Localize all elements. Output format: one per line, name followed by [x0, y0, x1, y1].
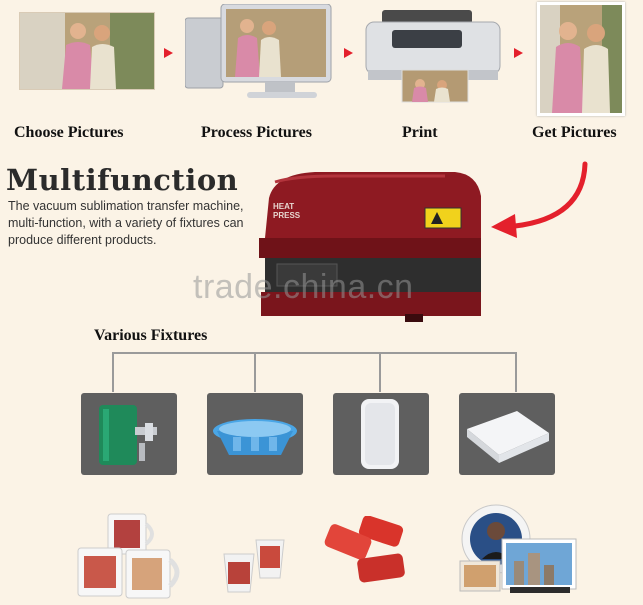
- step-label-print: Print: [402, 124, 438, 141]
- connector-line: [254, 352, 256, 392]
- mug-fixture-icon: [81, 393, 177, 475]
- plate-fixture-icon: [207, 393, 303, 475]
- phone-case-fixture-icon: [333, 393, 429, 475]
- get-pictures-photo: [537, 2, 625, 116]
- step-label-process-pictures: Process Pictures: [201, 124, 312, 141]
- plates-tiles-product-icon: [452, 503, 587, 598]
- heat-press-machine: HEAT PRESS: [255, 168, 485, 323]
- multifunction-title: Multifunction: [6, 163, 239, 197]
- tile-fixture-icon: [459, 393, 555, 475]
- fixtures-label: Various Fixtures: [94, 327, 208, 344]
- multifunction-description: The vacuum sublimation transfer machine,…: [8, 199, 244, 247]
- watermark: trade.china.cn: [193, 268, 414, 306]
- machine-brand-label: HEAT PRESS: [273, 202, 301, 220]
- cups-product-icon: [220, 536, 290, 596]
- mugs-product-icon: [72, 510, 187, 600]
- computer-icon: [184, 3, 335, 108]
- connector-line: [379, 352, 381, 392]
- arrow-right-icon: [514, 48, 523, 58]
- connector-line: [112, 352, 114, 392]
- arrow-right-icon: [164, 48, 173, 58]
- step-label-choose-pictures: Choose Pictures: [14, 124, 124, 141]
- arrow-right-icon: [344, 48, 353, 58]
- connector-line: [515, 352, 517, 392]
- connector-line: [112, 352, 517, 354]
- phone-cases-product-icon: [322, 515, 412, 584]
- printer-icon: [362, 8, 507, 104]
- curved-arrow-icon: [485, 160, 595, 240]
- choose-pictures-photo: [19, 12, 155, 90]
- step-label-get-pictures: Get Pictures: [532, 124, 617, 141]
